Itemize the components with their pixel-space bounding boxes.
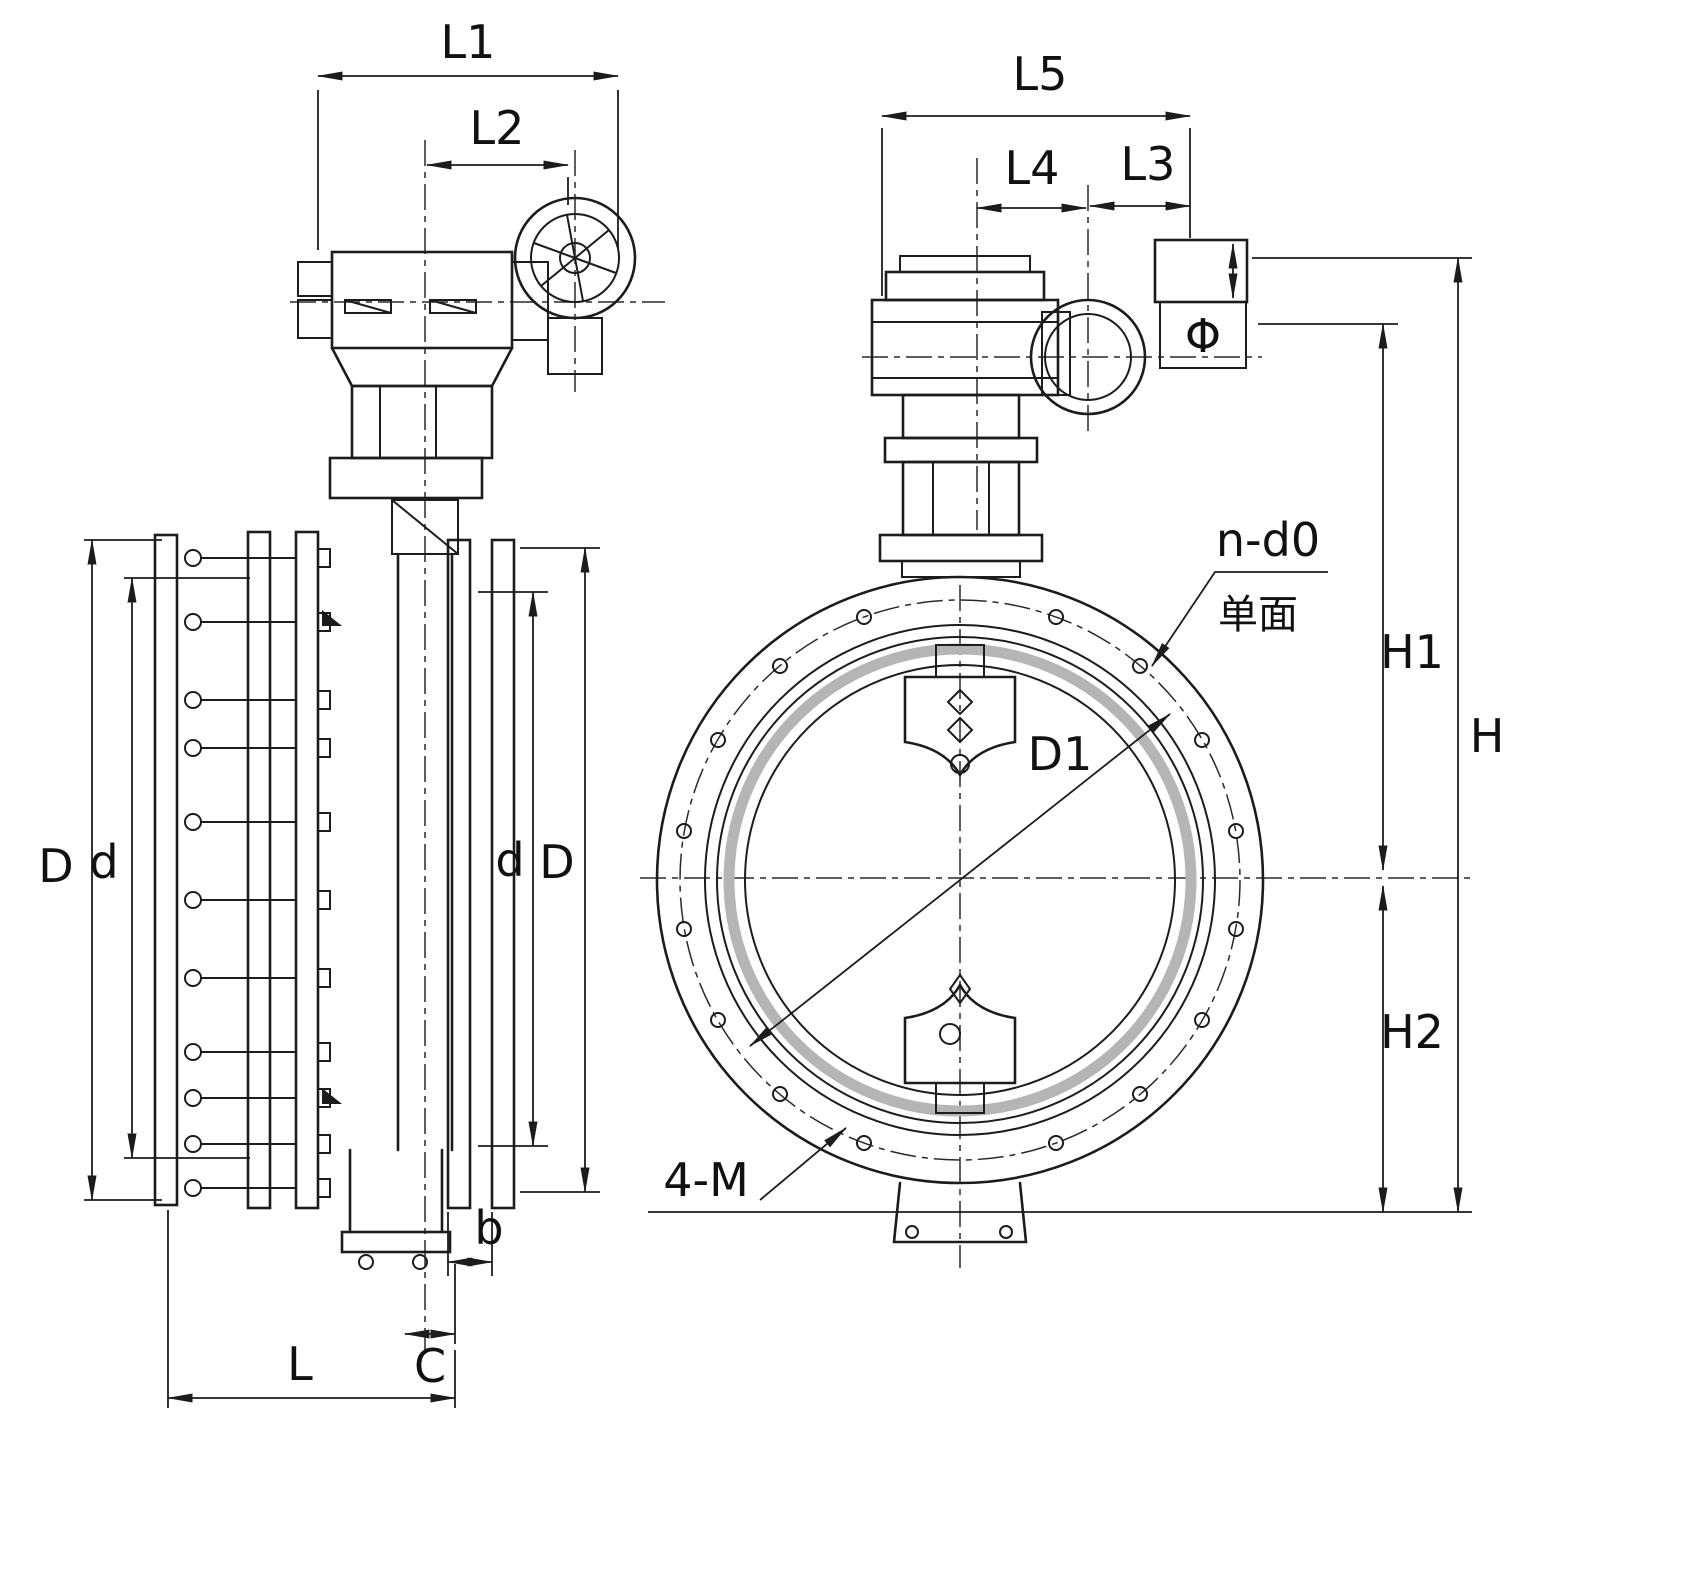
body-flange-c [446, 538, 472, 1210]
flange-inner-edge [704, 624, 1216, 1136]
dim-label-L: L [287, 1337, 313, 1391]
bolt-row [184, 690, 331, 710]
gearbox-endcap-top [297, 261, 333, 297]
actuator-base-plate [878, 533, 1044, 563]
worm-shaft-right [429, 299, 477, 314]
bolt-row [184, 738, 331, 758]
dim-label-b: b [474, 1201, 503, 1255]
body-flange-b [294, 530, 320, 1210]
bolt-row [184, 968, 331, 988]
pipe-flange-right [490, 538, 516, 1210]
dim-label-C: C [414, 1339, 446, 1393]
dim-label-d-right: d [495, 833, 524, 887]
leader-n-d0 [1151, 571, 1328, 668]
pipe-flange-left [153, 533, 179, 1207]
weld-mark-lower [322, 1088, 342, 1104]
handwheel-bracket [547, 317, 603, 375]
flange-bolts [184, 548, 331, 1198]
gearbox-endcap-bottom [297, 299, 333, 339]
gearbox-front [870, 298, 1060, 397]
right-view-dimensions: L5 L4 L3 H H1 H2 D1 n-d0 单面 [648, 47, 1505, 1214]
label-bolt-holes: n-d0 [1216, 513, 1320, 567]
handwheel-hub [559, 242, 591, 274]
dim-label-H1: H1 [1380, 625, 1444, 679]
wheel-bracket-front [1041, 311, 1071, 396]
dim-label-L4: L4 [1005, 141, 1060, 195]
valve-body-side [153, 530, 516, 1270]
worm-shaft-left [344, 299, 392, 314]
dim-label-D-right: D [539, 835, 574, 889]
label-bottom-holes: 4-M [663, 1153, 749, 1207]
left-view-dimensions: L1 L2 D d d D [38, 15, 620, 1408]
gear-actuator-side [297, 196, 637, 1152]
foot-bolt [412, 1254, 428, 1270]
dim-label-D-left: D [38, 839, 73, 893]
dim-label-H: H [1470, 709, 1505, 763]
disc-edge [744, 664, 1176, 1096]
bolt-holes [676, 609, 1244, 1151]
bolt-row [184, 812, 331, 832]
bolt-row [184, 612, 331, 632]
hub-pin [939, 1023, 961, 1045]
gearbox-skirt [330, 346, 514, 388]
actuator-column [901, 460, 1021, 537]
bolt-row [184, 548, 331, 568]
bolt-row [184, 1088, 331, 1108]
seat-ring [723, 643, 1197, 1117]
bolt-row [184, 1178, 331, 1198]
actuator-mid-plate [883, 436, 1039, 464]
weld-mark-upper [322, 610, 342, 626]
bolt-row [184, 1134, 331, 1154]
yoke-column [350, 384, 494, 460]
phi-diameter-symbol: Φ [1185, 309, 1221, 363]
bolt-row [184, 1042, 331, 1062]
dim-label-H2: H2 [1380, 1005, 1444, 1059]
shaft-end-box [1159, 301, 1247, 369]
body-flange-a [246, 530, 272, 1210]
bolt-row [184, 890, 331, 910]
leader-4-M [759, 1127, 847, 1201]
left-view-centerlines [290, 140, 665, 1350]
dim-label-d-left: d [89, 835, 118, 889]
packing-gland [391, 499, 459, 555]
dim-line-D1 [748, 713, 1172, 1047]
foot-bolt [999, 1225, 1013, 1239]
mounting-flange [328, 456, 484, 500]
gear-actuator-front: Φ [870, 238, 1249, 578]
foot-bolt [358, 1254, 374, 1270]
dim-label-L5: L5 [1013, 47, 1068, 101]
label-single-face: 单面 [1218, 592, 1298, 638]
right-view: Φ L5 L4 L3 H H1 H2 [640, 47, 1504, 1268]
bottom-bracket-side [340, 1148, 452, 1270]
bolt-circle [679, 599, 1241, 1161]
gearbox-right-bracket [511, 261, 549, 341]
left-view: L1 L2 D d d D [38, 15, 665, 1408]
dim-label-D1: D1 [1028, 727, 1093, 781]
dim-label-L3: L3 [1121, 137, 1176, 191]
foot-bolt [905, 1225, 919, 1239]
handwheel-side [513, 196, 637, 375]
dim-label-L1: L1 [441, 15, 496, 69]
handwheel-front [1029, 298, 1147, 416]
dim-label-L2: L2 [470, 101, 525, 155]
